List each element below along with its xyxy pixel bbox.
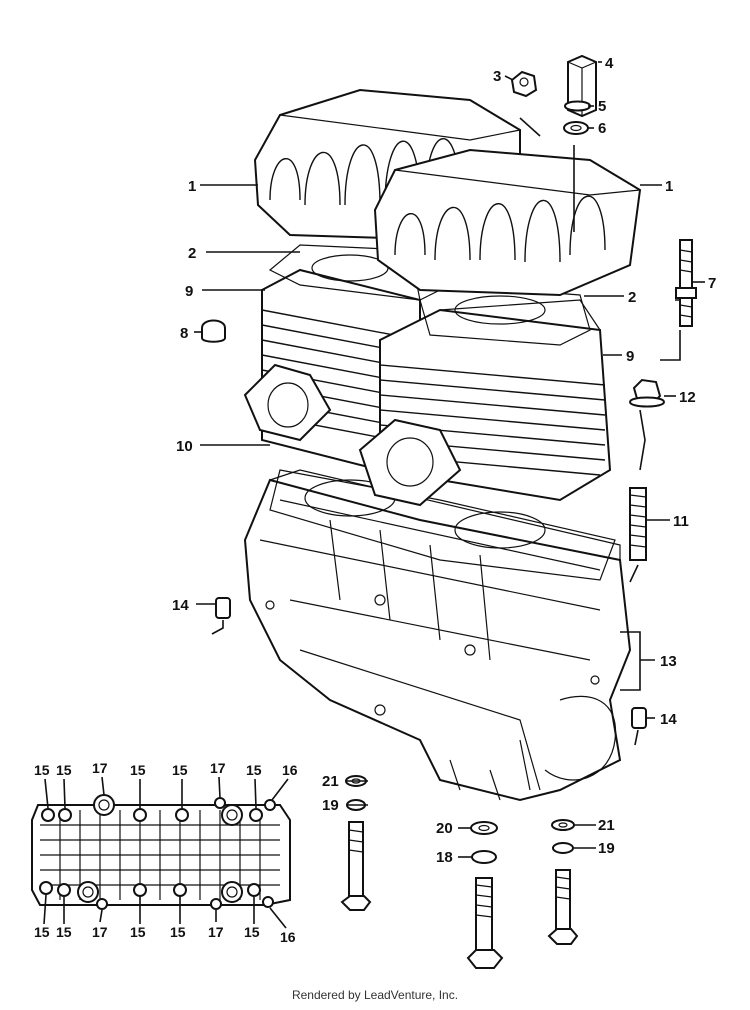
callout-17-top-1: 17 xyxy=(92,760,108,776)
callout-14-right: 14 xyxy=(660,711,677,728)
lock-washer-5 xyxy=(563,100,592,112)
callout-15-bottom-5: 15 xyxy=(244,924,260,940)
callout-2-right: 2 xyxy=(628,289,636,306)
lock-washer-18 xyxy=(471,850,497,864)
callout-11: 11 xyxy=(673,513,689,530)
callout-15-bottom-1: 15 xyxy=(34,924,50,940)
callout-5: 5 xyxy=(598,98,606,115)
callout-21-left: 21 xyxy=(322,773,339,790)
bolt-left xyxy=(340,821,372,911)
flange-nut-12 xyxy=(628,378,666,408)
callout-9-left: 9 xyxy=(185,283,193,300)
callout-2-left: 2 xyxy=(188,245,196,262)
bottom-view-leaders xyxy=(43,776,289,929)
callout-17-bottom-2: 17 xyxy=(208,924,224,940)
crankcase-bottom-view xyxy=(31,794,291,910)
dowel-pin-14-upper xyxy=(215,597,231,619)
callout-15-top-1: 15 xyxy=(34,762,50,778)
footer-credit: Rendered by LeadVenture, Inc. xyxy=(291,988,459,1002)
callout-15-top-2: 15 xyxy=(56,762,72,778)
stud-7 xyxy=(675,239,697,327)
cylinder-head-front xyxy=(373,148,642,297)
callout-1-left: 1 xyxy=(188,178,196,195)
washer-20 xyxy=(470,821,498,835)
callout-19-right: 19 xyxy=(598,840,615,857)
callout-15-top-5: 15 xyxy=(246,762,262,778)
callout-20: 20 xyxy=(436,820,453,837)
bolt-center xyxy=(466,877,504,969)
callout-1-right: 1 xyxy=(665,178,673,195)
callout-17-top-2: 17 xyxy=(210,760,226,776)
callout-15-top-3: 15 xyxy=(130,762,146,778)
callout-14-left: 14 xyxy=(172,597,189,614)
callout-10: 10 xyxy=(176,438,193,455)
callout-16-top: 16 xyxy=(282,762,298,778)
callout-15-bottom-3: 15 xyxy=(130,924,146,940)
callout-13: 13 xyxy=(660,653,677,670)
callout-15-top-4: 15 xyxy=(172,762,188,778)
cap-nut-3 xyxy=(510,70,538,98)
callout-6: 6 xyxy=(598,120,606,137)
cylinder-front xyxy=(358,299,612,507)
lock-washer-19-right xyxy=(552,842,574,854)
callout-16-bottom: 16 xyxy=(280,929,296,945)
callout-17-bottom-1: 17 xyxy=(92,924,108,940)
callout-3: 3 xyxy=(493,68,501,85)
callout-9-right: 9 xyxy=(626,348,634,365)
stud-11 xyxy=(629,487,647,561)
callout-15-bottom-4: 15 xyxy=(170,924,186,940)
plug-8 xyxy=(201,319,226,343)
callout-8: 8 xyxy=(180,325,188,342)
callout-19-left: 19 xyxy=(322,797,339,814)
bolt-right xyxy=(547,869,579,945)
callout-7: 7 xyxy=(708,275,716,292)
dowel-pin-14-lower xyxy=(631,707,647,729)
callout-21-right: 21 xyxy=(598,817,615,834)
callout-18: 18 xyxy=(436,849,453,866)
callout-12: 12 xyxy=(679,389,696,406)
callout-15-bottom-2: 15 xyxy=(56,924,72,940)
washer-6 xyxy=(563,121,589,135)
washer-21-right xyxy=(551,819,575,831)
leader-lines xyxy=(194,61,705,858)
crankcase xyxy=(243,469,632,802)
callout-4: 4 xyxy=(605,55,614,72)
